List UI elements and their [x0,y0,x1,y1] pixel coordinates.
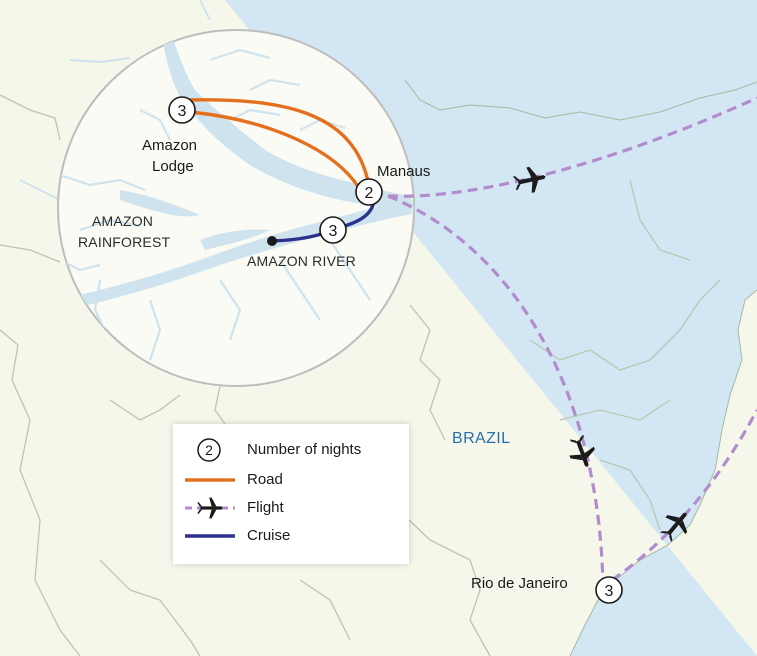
label-amazon-lodge-2: Lodge [152,158,194,175]
marker-cruise-nights: 3 [329,223,338,240]
flight-rio-ne [611,409,757,582]
nights-marker-icon: 2 [197,438,221,462]
legend-row-nights: 2 Number of nights [173,438,409,462]
flight-line-icon [185,497,235,519]
inset-circle [57,29,415,387]
legend-road-label: Road [247,471,283,488]
road-lodge-manaus-1 [185,98,371,187]
legend-row-cruise: Cruise [173,524,409,548]
start-point-icon [267,236,277,246]
label-rainforest-1: AMAZON [92,213,154,229]
label-amazon-river: AMAZON RIVER [247,253,356,269]
marker-lodge-nights: 3 [178,103,187,120]
nights-marker-icon: 2 [355,178,383,206]
nights-marker-icon: 3 [595,576,623,604]
legend-row-road: Road [173,468,409,492]
outer-rivers [19,0,211,201]
north-coast [225,0,757,120]
label-rio: Rio de Janeiro [471,575,568,592]
nights-marker-icon: 3 [319,216,347,244]
cruise-line-icon [185,534,235,538]
nights-marker-icon: 3 [168,96,196,124]
legend-cruise-label: Cruise [247,527,291,544]
road-routes [185,98,371,189]
road-line-icon [185,478,235,482]
flight-manaus-rio [387,194,605,589]
label-rainforest-2: RAINFOREST [78,234,171,250]
legend-nights-label: Number of nights [247,441,362,458]
marker-rio-nights: 3 [605,583,614,600]
flight-manaus-ne [387,96,757,198]
road-lodge-manaus-2 [189,110,361,189]
borders [0,94,721,656]
svg-text:2: 2 [205,442,213,458]
label-amazon-lodge-1: Amazon [142,137,198,154]
flight-routes [387,96,757,589]
legend-flight-label: Flight [247,499,284,516]
map-legend: 2 Number of nights Road Flight Cruise [173,424,409,564]
label-brazil: BRAZIL [452,430,511,447]
label-manaus: Manaus [377,163,431,180]
legend-row-flight: Flight [173,496,409,520]
marker-manaus-nights: 2 [365,185,374,202]
